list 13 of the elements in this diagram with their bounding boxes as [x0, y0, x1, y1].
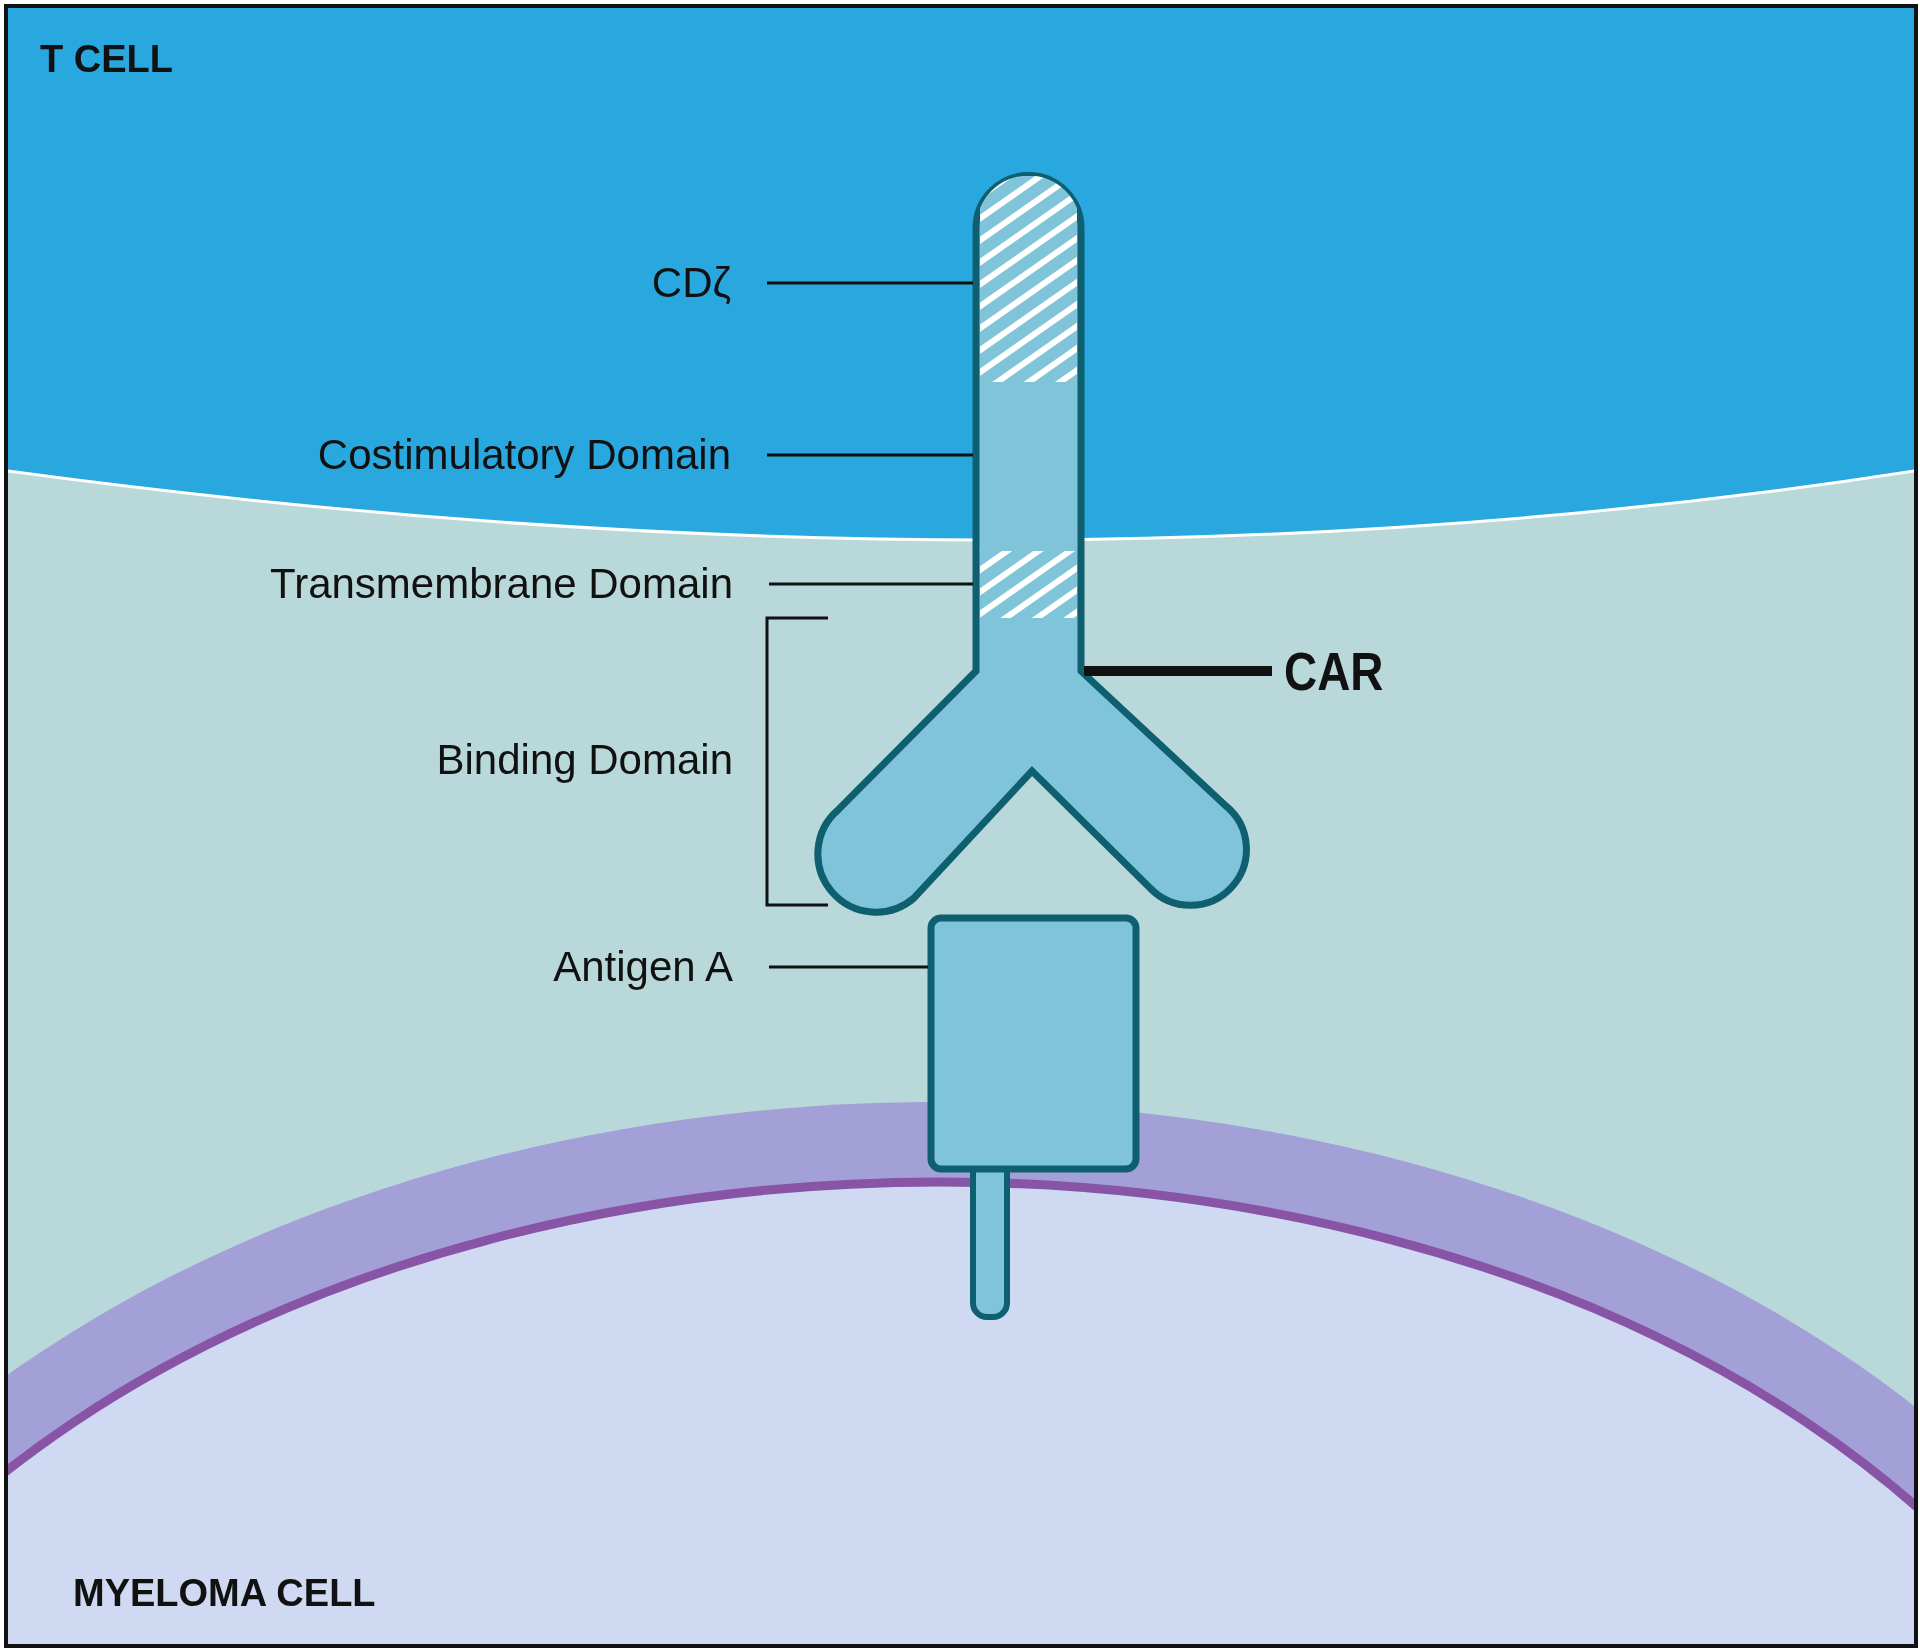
cell-label: MYELOMA CELL	[73, 1570, 376, 1616]
callout-label: Antigen A	[553, 941, 733, 993]
callout-label: Transmembrane Domain	[270, 558, 733, 610]
callout-label: CDζ	[651, 257, 731, 309]
leader-line	[767, 453, 973, 457]
part-label: Binding Domain	[436, 735, 733, 785]
leader-line	[767, 281, 973, 285]
leader-line	[769, 965, 928, 969]
callout-label: Costimulatory Domain	[317, 429, 731, 481]
leader-line	[769, 582, 973, 586]
leader-line	[1084, 666, 1272, 676]
cell-label: T CELL	[40, 36, 173, 82]
callout-label: CAR	[1284, 641, 1384, 701]
